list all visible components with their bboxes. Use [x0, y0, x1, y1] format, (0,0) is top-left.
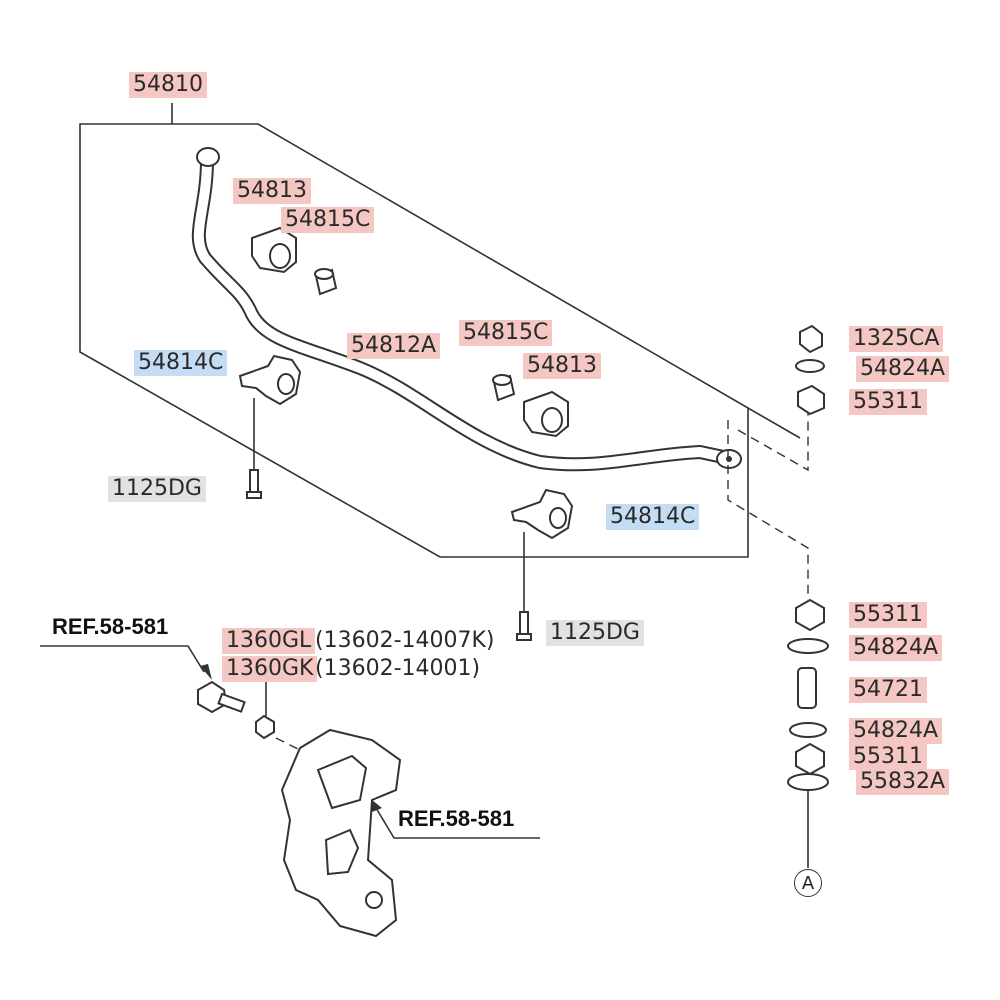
stabilizer-bar [191, 147, 742, 472]
label-bolt-right[interactable]: 1125DG [546, 620, 644, 646]
label-stab-bar-assy[interactable]: 54810 [129, 72, 207, 98]
caliper-bracket-shape [280, 728, 402, 938]
lower-link-stack [787, 598, 829, 868]
label-link-nut-upper[interactable]: 55311 [849, 389, 927, 415]
ref-link-bottom[interactable]: REF.58-581 [398, 806, 515, 831]
link-dashed-lines [727, 410, 809, 600]
label-bushing-right[interactable]: 54813 [523, 353, 601, 379]
label-caliper-bolt-b[interactable]: 1360GK [222, 656, 318, 682]
label-clamp-bushing-left[interactable]: 54815C [281, 207, 375, 233]
ref-link-top[interactable]: REF.58-581 [52, 614, 169, 639]
label-clamp-bushing-right[interactable]: 54815C [459, 320, 553, 346]
label-washer-top[interactable]: 54824A [856, 356, 950, 382]
clamp-bushing-left-shape [314, 268, 338, 296]
bushing-left-shape [251, 226, 297, 274]
label-bracket-right[interactable]: 54814C [606, 504, 700, 530]
bushing-right-shape [523, 390, 569, 438]
top-link-hardware [795, 324, 825, 416]
clamp-bushing-right-shape [492, 374, 516, 402]
label-stab-bar[interactable]: 54812A [347, 333, 441, 359]
bracket-left-shape [238, 354, 302, 406]
label-link-washer-bottom[interactable]: 55832A [856, 769, 950, 795]
label-caliper-bolt-b-oem: (13602-14001) [315, 656, 481, 681]
bolt-right-shape [516, 532, 532, 641]
label-bracket-left[interactable]: 54814C [134, 350, 228, 376]
circle-marker: A [794, 869, 822, 897]
label-bushing-left[interactable]: 54813 [233, 178, 311, 204]
label-link-nut-bottom[interactable]: 55311 [849, 744, 927, 770]
label-bolt-left[interactable]: 1125DG [108, 476, 206, 502]
assembly-frame [79, 103, 801, 558]
label-link-sleeve[interactable]: 54721 [849, 677, 927, 703]
label-nut-top[interactable]: 1325CA [849, 326, 944, 352]
label-caliper-bolt-a[interactable]: 1360GL [222, 628, 316, 654]
caliper-bolt-shape [197, 662, 321, 761]
label-caliper-bolt-a-oem: (13602-14007K) [315, 628, 495, 653]
label-link-washer-a[interactable]: 54824A [849, 635, 943, 661]
label-link-nut-lower[interactable]: 55311 [849, 602, 927, 628]
ref-leader-lines [40, 645, 540, 839]
bracket-right-shape [510, 488, 574, 540]
label-link-washer-b[interactable]: 54824A [849, 718, 943, 744]
bolt-left-shape [246, 398, 262, 499]
